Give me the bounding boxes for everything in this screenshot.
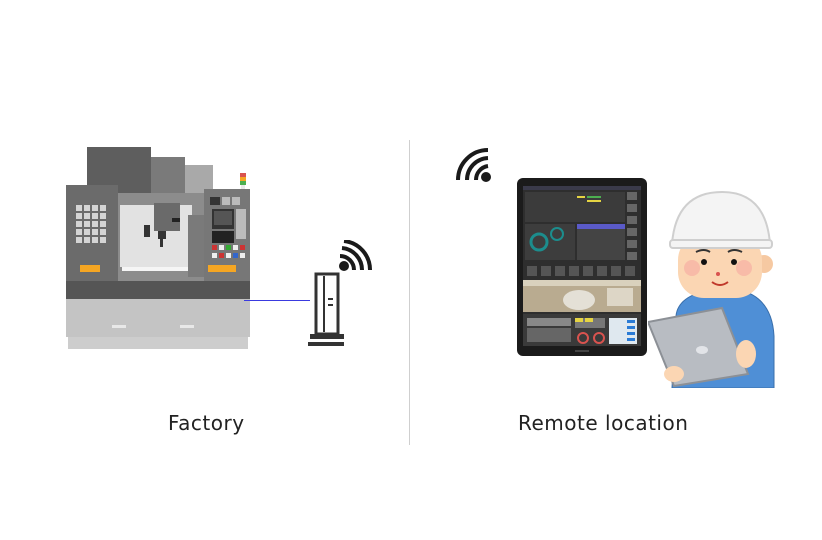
wifi-signal-icon (456, 148, 491, 182)
factory-label: Factory (168, 411, 245, 435)
remote-location-label: Remote location (518, 411, 689, 435)
tablet-icon (517, 178, 647, 356)
panel-divider (409, 140, 410, 445)
machine-tool-icon (66, 147, 250, 349)
wifi-signal-icon (339, 240, 372, 271)
connection-line (244, 300, 310, 301)
worker-icon (648, 190, 775, 388)
router-icon (308, 272, 344, 346)
